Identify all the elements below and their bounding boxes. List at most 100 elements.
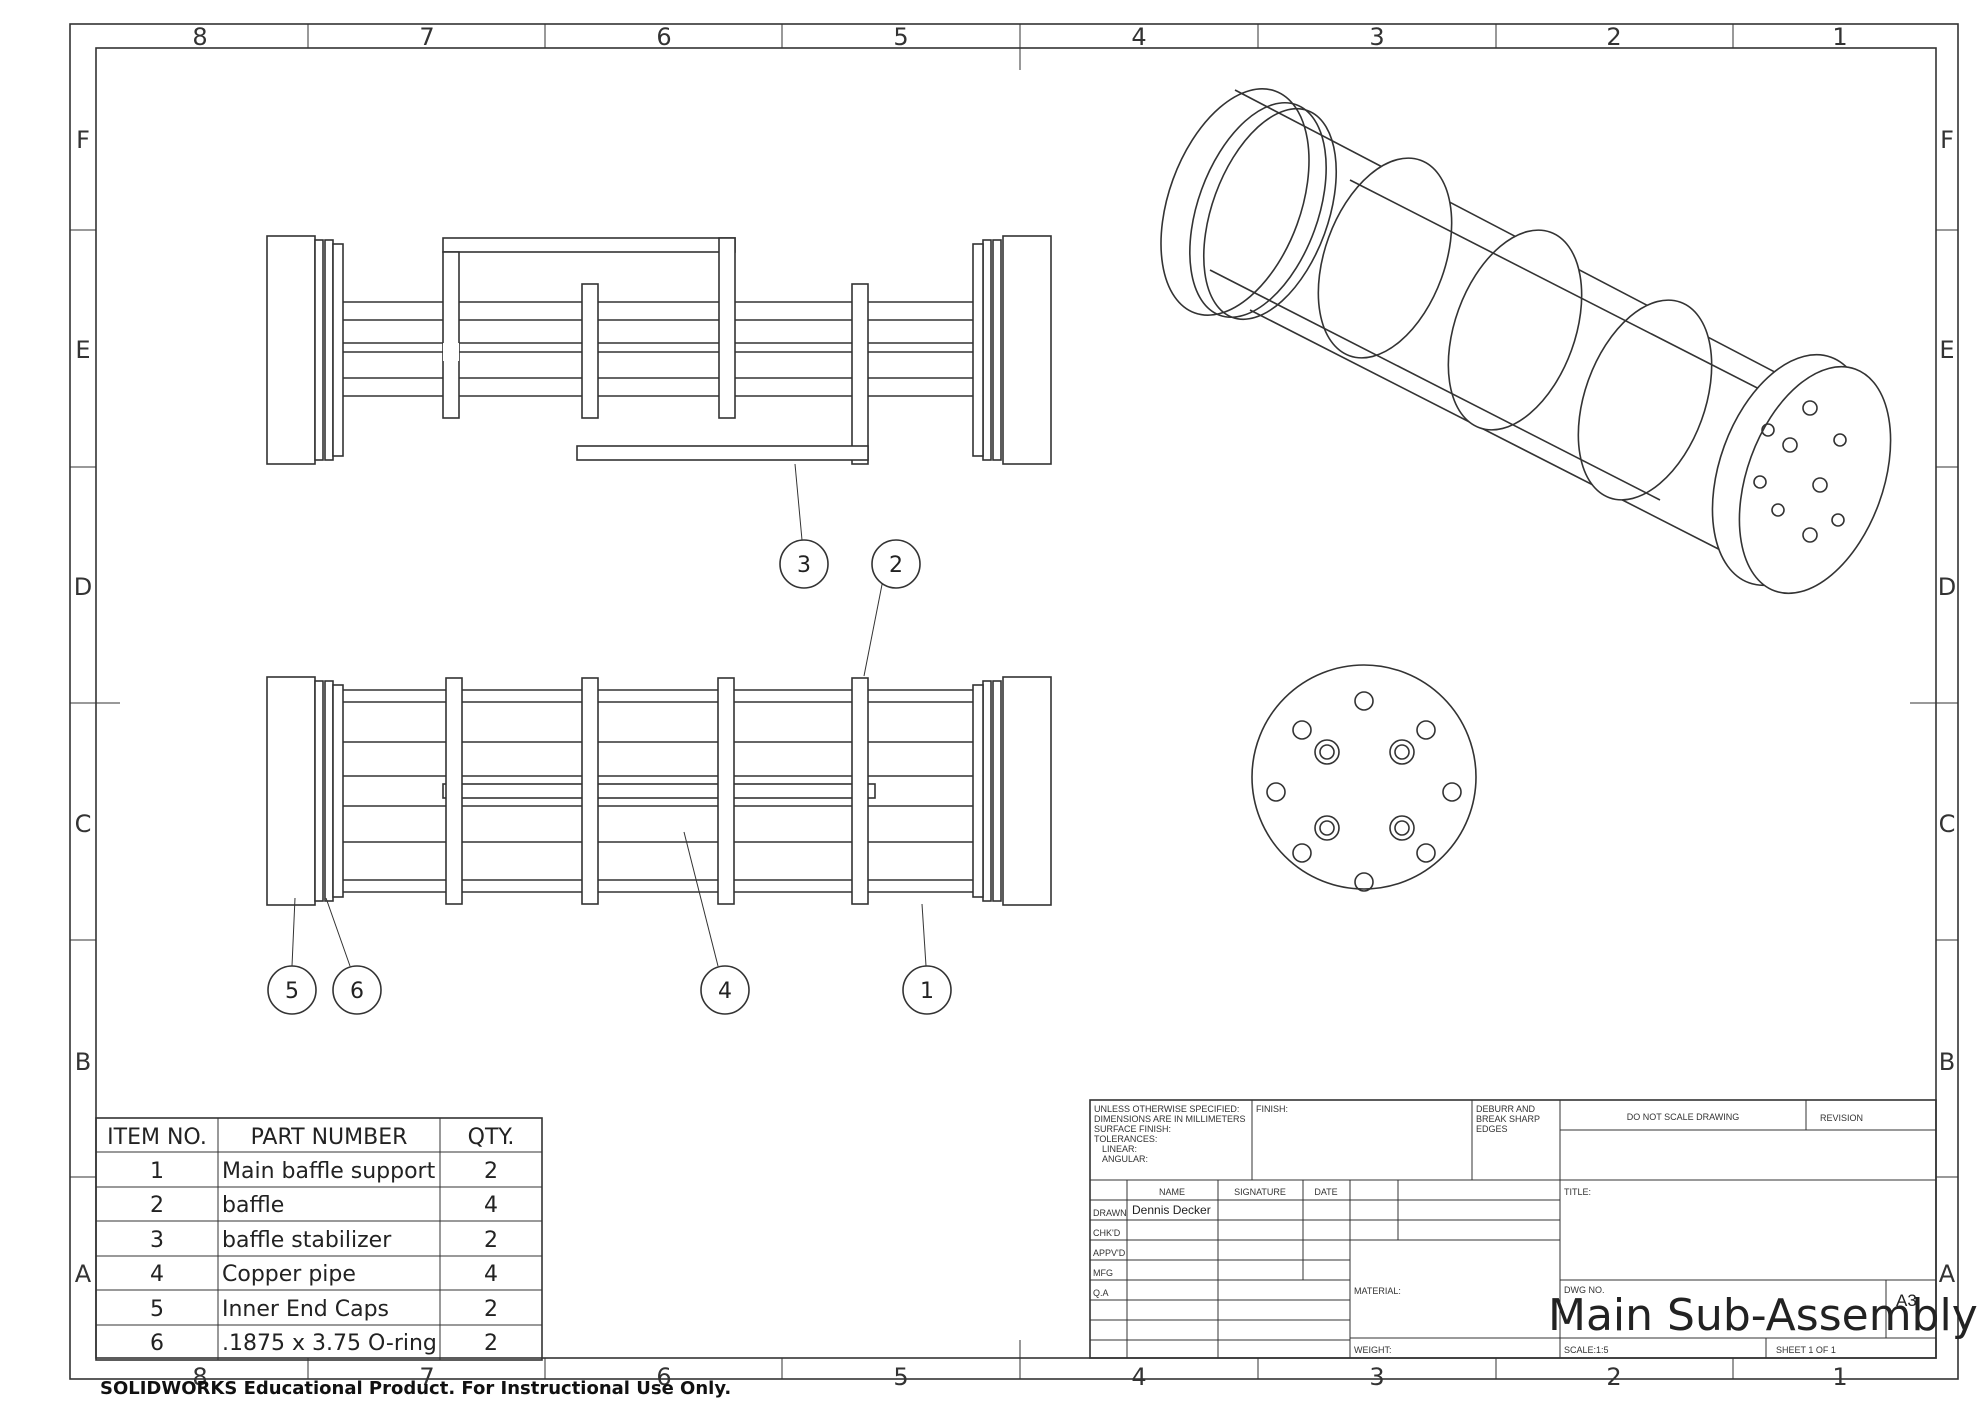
svg-text:2: 2 — [484, 1159, 498, 1184]
svg-text:Copper pipe: Copper pipe — [222, 1262, 356, 1287]
front-oring-right-a — [992, 680, 1002, 902]
end-cap-right — [1002, 235, 1052, 465]
stabilizer-top-lower — [576, 445, 869, 461]
oring-right-a — [992, 239, 1002, 461]
tolerance-note-2: DIMENSIONS ARE IN MILLIMETERS — [1094, 1114, 1246, 1124]
title-label: TITLE: — [1564, 1187, 1591, 1197]
svg-text:3: 3 — [150, 1228, 164, 1253]
zone-row-a-right: A — [1939, 1260, 1956, 1288]
front-stabilizer — [442, 783, 876, 799]
bom-header-part: PART NUMBER — [251, 1125, 408, 1150]
zone-row-a: A — [75, 1260, 92, 1288]
isometric-view — [1160, 88, 1892, 595]
svg-text:2: 2 — [484, 1228, 498, 1253]
sheet-size: A3 — [1896, 1291, 1917, 1310]
zone-col-4: 4 — [1131, 23, 1146, 51]
front-baffle-3 — [851, 677, 869, 905]
zone-col-1-bottom: 1 — [1832, 1363, 1847, 1391]
zone-col-5: 5 — [893, 23, 908, 51]
zone-col-4-bottom: 4 — [1131, 1363, 1146, 1391]
zone-row-c-right: C — [1939, 810, 1956, 838]
zone-row-f-right: F — [1940, 126, 1954, 154]
bom-row: 6 .1875 x 3.75 O-ring 2 — [150, 1331, 498, 1356]
iso-baffle-1 — [1317, 157, 1453, 359]
iso-baffle-2 — [1447, 229, 1583, 431]
front-baffle-2 — [717, 677, 735, 905]
svg-text:1: 1 — [150, 1159, 164, 1184]
baffle-top-2 — [718, 237, 736, 419]
balloon-4 — [700, 965, 750, 1015]
balloon-2 — [871, 539, 921, 589]
balloon-3 — [779, 539, 829, 589]
col-date: DATE — [1314, 1187, 1337, 1197]
svg-text:Inner End Caps: Inner End Caps — [222, 1297, 389, 1322]
balloons: 3 2 5 6 4 1 — [267, 463, 952, 1015]
svg-text:4: 4 — [150, 1262, 164, 1287]
bom-row: 5 Inner End Caps 2 — [150, 1297, 498, 1322]
front-end-cap-right — [1002, 676, 1052, 906]
bom-row: 3 baffle stabilizer 2 — [150, 1228, 498, 1253]
role-drawn: DRAWN — [1093, 1208, 1127, 1218]
end-view-pipe-holes — [1314, 739, 1415, 841]
zone-col-8: 8 — [192, 23, 207, 51]
oring-right-b — [982, 239, 992, 461]
baffle-top-4 — [851, 283, 869, 465]
outer-border — [69, 23, 1959, 1380]
educational-watermark: SOLIDWORKS Educational Product. For Inst… — [100, 1378, 731, 1399]
svg-text:2: 2 — [484, 1331, 498, 1356]
zone-col-8-bottom: 8 — [192, 1363, 207, 1391]
front-view — [266, 676, 1052, 906]
front-support-right — [972, 684, 984, 898]
deburr-note-1: DEBURR AND — [1476, 1104, 1536, 1114]
zone-ticks — [70, 24, 1958, 1379]
tolerance-note-5: LINEAR: — [1102, 1144, 1137, 1154]
zone-row-e: E — [75, 336, 90, 364]
bom-table: ITEM NO. PART NUMBER QTY. 1 Main baffle … — [95, 1117, 543, 1361]
end-view — [1251, 664, 1477, 892]
svg-text:4: 4 — [484, 1193, 498, 1218]
front-baffle-1 — [581, 677, 599, 905]
zone-row-d-right: D — [1938, 573, 1956, 601]
zone-col-5-bottom: 5 — [893, 1363, 908, 1391]
oring-left-b — [324, 239, 334, 461]
zone-row-d: D — [74, 573, 92, 601]
balloon-3-label: 3 — [797, 553, 811, 578]
iso-baffle-3 — [1577, 299, 1713, 501]
svg-text:2: 2 — [484, 1297, 498, 1322]
front-oring-left-b — [324, 680, 334, 902]
bom-header-item: ITEM NO. — [107, 1125, 207, 1150]
finish-label: FINISH: — [1256, 1104, 1288, 1114]
end-view-outer-holes — [1266, 691, 1462, 892]
stabilizer-top-upper — [442, 237, 736, 253]
zone-labels-top: 8 7 6 5 4 3 2 1 — [192, 23, 1847, 51]
zone-labels-left: F E D C B A — [74, 126, 92, 1288]
zone-col-6: 6 — [656, 23, 671, 51]
deburr-note-3: EDGES — [1476, 1124, 1508, 1134]
zone-col-7: 7 — [419, 23, 434, 51]
scale-label: SCALE:1:5 — [1564, 1345, 1609, 1355]
balloon-5 — [267, 965, 317, 1015]
zone-row-b-right: B — [1939, 1048, 1955, 1076]
front-oring-left-a — [314, 680, 324, 902]
drawn-by: Dennis Decker — [1132, 1203, 1211, 1217]
tolerance-note-4: TOLERANCES: — [1094, 1134, 1157, 1144]
role-mfg: MFG — [1093, 1268, 1113, 1278]
pipes-top — [343, 301, 973, 397]
revision-label: REVISION — [1820, 1113, 1863, 1123]
svg-text:baffle: baffle — [222, 1193, 284, 1218]
end-view-disc — [1251, 664, 1477, 890]
bom-row: 1 Main baffle support 2 — [150, 1159, 498, 1184]
svg-text:baffle stabilizer: baffle stabilizer — [222, 1228, 392, 1253]
baffle-support-plate-left — [332, 243, 344, 457]
iso-holes — [1753, 400, 1847, 543]
zone-labels-bottom: 8 7 6 5 4 3 2 1 — [192, 1363, 1847, 1391]
zone-col-1: 1 — [1832, 23, 1847, 51]
balloon-5-label: 5 — [285, 979, 299, 1004]
zone-row-c: C — [75, 810, 92, 838]
bom-header-qty: QTY. — [468, 1125, 515, 1150]
front-support-left — [332, 684, 344, 898]
front-end-cap-left — [266, 676, 316, 906]
svg-text:4: 4 — [484, 1262, 498, 1287]
oring-left-a — [314, 239, 324, 461]
